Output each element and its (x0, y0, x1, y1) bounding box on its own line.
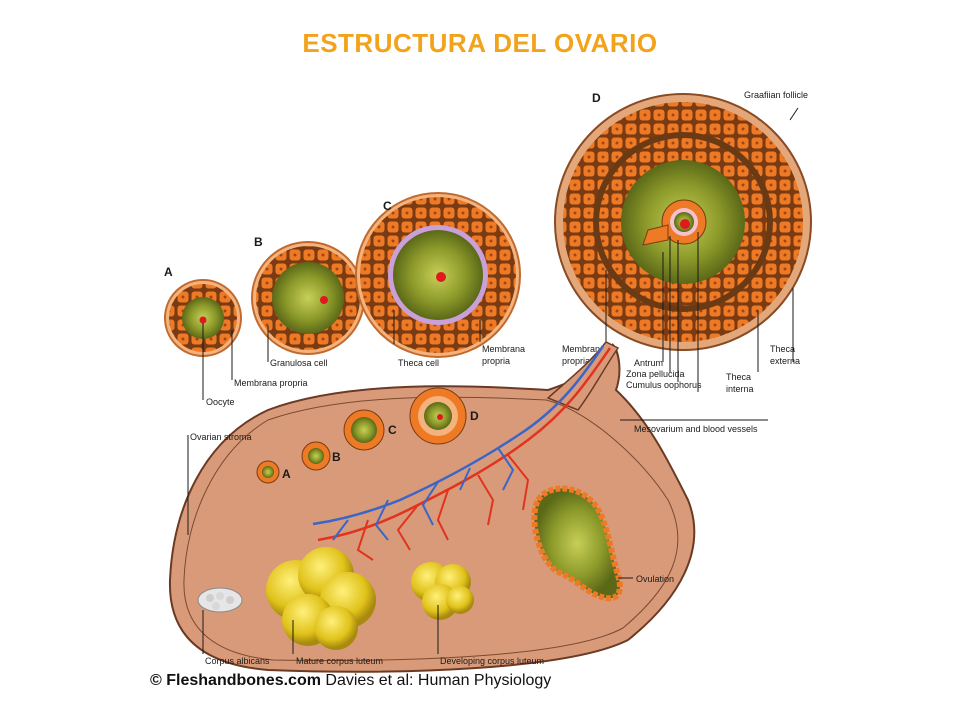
stage-letter-c: C (383, 199, 392, 213)
mature-corpus-luteum (266, 547, 376, 650)
label-membrana-c2: propria (482, 356, 510, 366)
follicle-b (251, 241, 365, 355)
copyright-credit: Davies et al: Human Physiology (325, 672, 552, 689)
ovulating-follicle (531, 485, 623, 602)
stage-letter-a: A (164, 265, 173, 279)
label-zona-pellucida: Zona pellucida (626, 369, 685, 379)
follicle-a (164, 279, 242, 357)
label-ovarian-stroma: Ovarian stroma (190, 432, 252, 442)
label-mesovarium: Mesovarium and blood vessels (634, 424, 758, 434)
label-corpus-albicans: Corpus albicans (205, 656, 270, 666)
bottom-leader-lines (187, 419, 768, 654)
ovary-follicle-b (301, 441, 331, 471)
blood-vessels (312, 345, 612, 561)
ovary-illustration: A B C D Oocyte Membrana propria Granulos… (164, 90, 812, 673)
label-cumulus-oophorus: Cumulus oophorus (626, 380, 702, 390)
label-theca-interna1: Theca (726, 372, 751, 382)
ovary-letter-a: A (282, 467, 291, 481)
label-oocyte: Oocyte (206, 397, 235, 407)
top-leader-lines (202, 107, 799, 400)
ovary-follicle-d (409, 387, 467, 445)
ovary-follicle-c (343, 409, 385, 451)
label-ovulation: Ovulation (636, 574, 674, 584)
label-mature-corpus-luteum: Mature corpus luteum (296, 656, 383, 666)
label-antrum: Antrum (634, 358, 663, 368)
ovary-follicle-a (256, 460, 280, 484)
label-membrana-propria-a: Membrana propria (234, 378, 308, 388)
ovary-diagram: A B C D Oocyte Membrana propria Granulos… (148, 80, 828, 700)
label-developing-corpus-luteum: Developing corpus luteum (440, 656, 544, 666)
ovary-letter-d: D (470, 409, 479, 423)
label-theca-interna2: interna (726, 384, 754, 394)
follicle-c (355, 192, 521, 358)
copyright-symbol: © (150, 672, 162, 689)
developing-corpus-luteum (411, 562, 474, 620)
copyright-site: Fleshandbones.com (166, 672, 321, 689)
label-membrana-d1: Membrana (562, 344, 605, 354)
ovary-letter-b: B (332, 450, 341, 464)
label-membrana-c1: Membrana (482, 344, 525, 354)
label-graafian-follicle: Graafiian follicle (744, 90, 808, 100)
label-membrana-d2: propria (562, 356, 590, 366)
stage-letter-d: D (592, 91, 601, 105)
label-theca-cell: Theca cell (398, 358, 439, 368)
stage-letter-b: B (254, 235, 263, 249)
label-theca-externa1: Theca (770, 344, 795, 354)
label-granulosa-cell: Granulosa cell (270, 358, 328, 368)
corpus-albicans (197, 587, 243, 613)
ovary-letter-c: C (388, 423, 397, 437)
page-title: ESTRUCTURA DEL OVARIO (302, 28, 658, 58)
copyright-line: © Fleshandbones.com Davies et al: Human … (150, 672, 551, 690)
oocyte-nucleus-a (199, 316, 207, 324)
follicle-d-graafian (554, 93, 812, 351)
label-theca-externa2: externa (770, 356, 800, 366)
